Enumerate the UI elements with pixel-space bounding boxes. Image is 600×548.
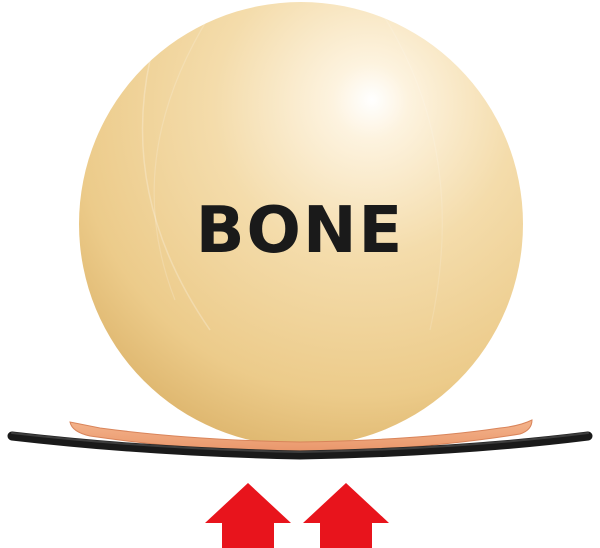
- arrow-up-icon: [303, 483, 389, 548]
- force-arrow-right: [303, 483, 389, 548]
- bone-label: BONE: [196, 194, 404, 268]
- arrow-up-icon: [205, 483, 291, 548]
- bone-sphere: BONE: [79, 2, 523, 446]
- force-arrow-left: [205, 483, 291, 548]
